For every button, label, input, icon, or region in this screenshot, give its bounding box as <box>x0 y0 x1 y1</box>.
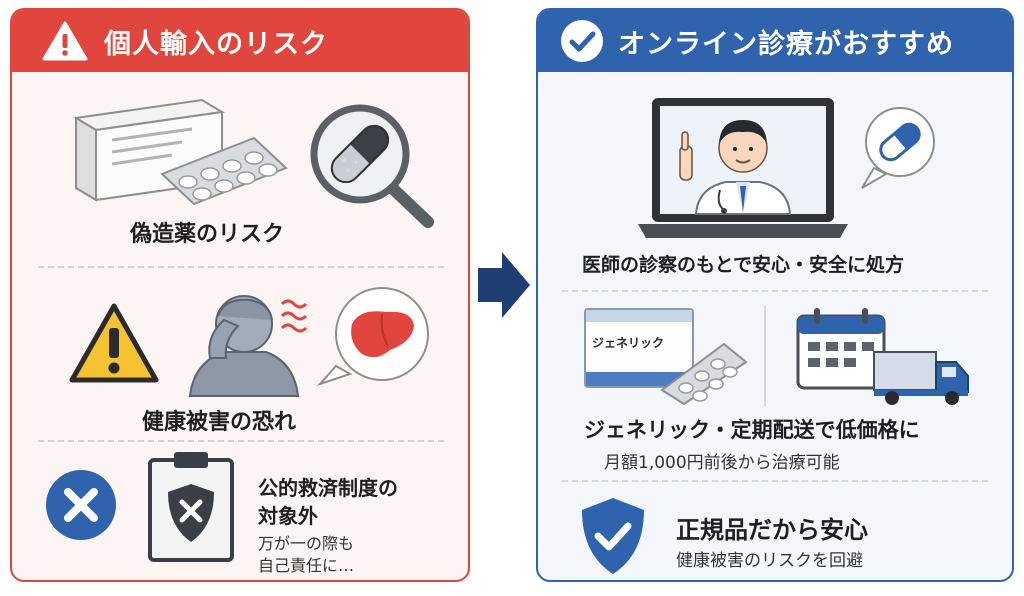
clipboard-shield-icon <box>148 452 234 562</box>
benefit-label-generic: ジェネリック・定期配送で低価格に <box>584 418 920 442</box>
divider <box>38 440 444 442</box>
risk-label-counterfeit: 偽造薬のリスク <box>130 222 285 247</box>
pill-bubble-icon <box>861 107 935 189</box>
generic-medicine-box-icon: ジェネリック <box>584 308 694 388</box>
magnifier-pill-icon <box>310 104 434 228</box>
benefit-note-generic: 月額1,000円前後から治療可能 <box>604 453 840 473</box>
medicine-box-icon <box>73 98 288 206</box>
shield-check-icon <box>582 498 644 574</box>
benefit-panel-title: オンライン診療がおすすめ <box>618 28 954 60</box>
risk-panel: 個人輸入のリスク 偽造薬のリスク <box>10 8 470 582</box>
warning-triangle-icon <box>69 303 159 383</box>
risk-panel-header: 個人輸入のリスク <box>12 10 468 72</box>
arrow-right-icon <box>478 252 530 318</box>
risk-label-health-damage: 健康被害の恐れ <box>142 410 297 435</box>
headache-person-icon <box>188 295 308 397</box>
delivery-truck-icon <box>873 351 969 405</box>
risk-note-1: 万が一の際も <box>258 534 355 553</box>
liver-icon <box>316 287 429 387</box>
warning-icon <box>42 21 88 61</box>
divider <box>562 290 988 292</box>
x-circle-icon <box>46 470 116 540</box>
risk-label-no-relief-2: 対象外 <box>258 504 318 528</box>
calendar-icon <box>796 308 886 390</box>
risk-note-2: 自己責任に… <box>258 556 355 575</box>
divider <box>38 266 444 268</box>
divider <box>562 480 988 482</box>
benefit-panel-header: オンライン診療がおすすめ <box>538 10 1012 72</box>
benefit-label-genuine: 正規品だから安心 <box>676 516 868 544</box>
generic-box-text: ジェネリック <box>592 336 665 350</box>
benefit-panel: オンライン診療がおすすめ 医師の診察のもとで安心・安全に処方 ジェネリック <box>536 8 1014 582</box>
vertical-divider <box>764 306 766 406</box>
online-doctor-laptop-icon <box>638 98 848 238</box>
risk-panel-title: 個人輸入のリスク <box>104 28 328 60</box>
blister-pack-icon <box>660 342 748 406</box>
generic-box-stripe-bottom <box>586 372 692 386</box>
check-circle-icon <box>561 20 603 62</box>
generic-box-stripe-top <box>586 310 692 322</box>
risk-label-no-relief-1: 公的救済制度の <box>258 476 398 500</box>
benefit-note-genuine: 健康被害のリスクを回避 <box>676 551 863 571</box>
benefit-label-doctor: 医師の診察のもとで安心・安全に処方 <box>582 254 905 276</box>
